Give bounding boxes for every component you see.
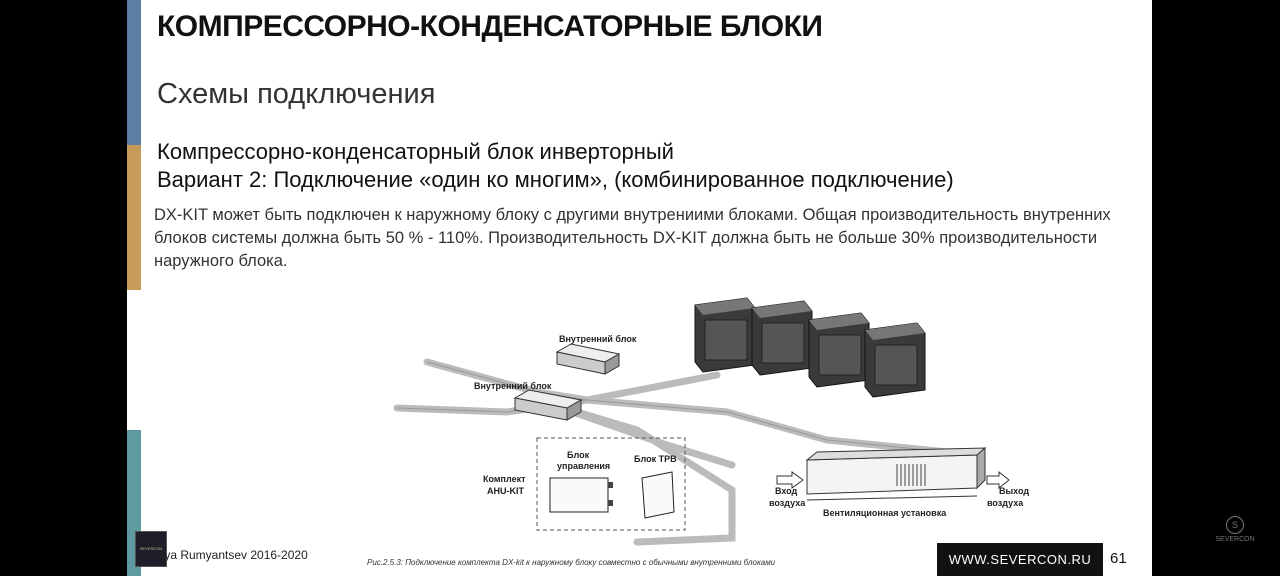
trv-block-label: Блок ТРВ [634, 454, 677, 464]
kit-label-1: Комплект [483, 474, 526, 484]
outdoor-unit [694, 297, 756, 373]
air-in-label-1: Вход [775, 486, 798, 496]
control-block [549, 477, 613, 513]
control-block-label-2: управления [557, 461, 610, 471]
air-in-label-2: воздуха [769, 498, 806, 508]
severcon-logo: SEVERCON [135, 531, 167, 567]
indoor-unit-2-label: Внутренний блок [474, 381, 552, 391]
outdoor-unit [808, 312, 870, 388]
slide-title: КОМПРЕССОРНО-КОНДЕНСАТОРНЫЕ БЛОКИ [157, 10, 823, 43]
section-heading: Компрессорно-конденсаторный блок инверто… [157, 138, 954, 194]
air-out-label-1: Выход [999, 486, 1029, 496]
outdoor-unit [751, 300, 813, 376]
accent-stripe-blue [127, 0, 141, 145]
figure-caption: Рис.2.5.3: Подключение комплекта DX-kit … [367, 558, 776, 567]
ahu-kit-frame [536, 437, 686, 531]
slide: КОМПРЕССОРНО-КОНДЕНСАТОРНЫЕ БЛОКИ Схемы … [127, 0, 1152, 576]
heading-line-1: Компрессорно-конденсаторный блок инверто… [157, 139, 674, 164]
outdoor-units [694, 297, 926, 398]
air-in-arrow-icon [776, 471, 804, 489]
heading-line-2: Вариант 2: Подключение «один ко многим»,… [157, 167, 954, 192]
slide-subtitle: Схемы подключения [157, 78, 436, 110]
indoor-unit-1-label: Внутренний блок [559, 334, 637, 344]
control-block-label-1: Блок [567, 450, 590, 460]
ventilation-unit-label: Вентиляционная установка [823, 508, 947, 518]
accent-stripe-gold [127, 145, 141, 290]
indoor-unit-1 [555, 343, 621, 375]
watermark: S SEVERCON [1208, 516, 1262, 543]
description-text: DX-KIT может быть подключен к наружному … [154, 206, 1111, 270]
outdoor-unit [864, 322, 926, 398]
connection-diagram: Внутренний блок Внутренний блок Блок упр… [393, 297, 1029, 546]
air-out-label-2: воздуха [987, 498, 1024, 508]
author-credit: y Ilya Rumyantsev 2016-2020 [149, 548, 308, 562]
air-out-arrow-icon [986, 470, 1010, 490]
indoor-unit-2 [513, 389, 583, 421]
page-number: 61 [1110, 550, 1127, 567]
ventilation-unit [805, 446, 987, 501]
trv-block [641, 471, 675, 519]
watermark-logo-icon: S [1226, 516, 1244, 534]
kit-label-2: AHU-KIT [487, 486, 524, 496]
watermark-text: SEVERCON [1215, 536, 1255, 543]
website-link[interactable]: WWW.SEVERCON.RU [937, 543, 1103, 576]
